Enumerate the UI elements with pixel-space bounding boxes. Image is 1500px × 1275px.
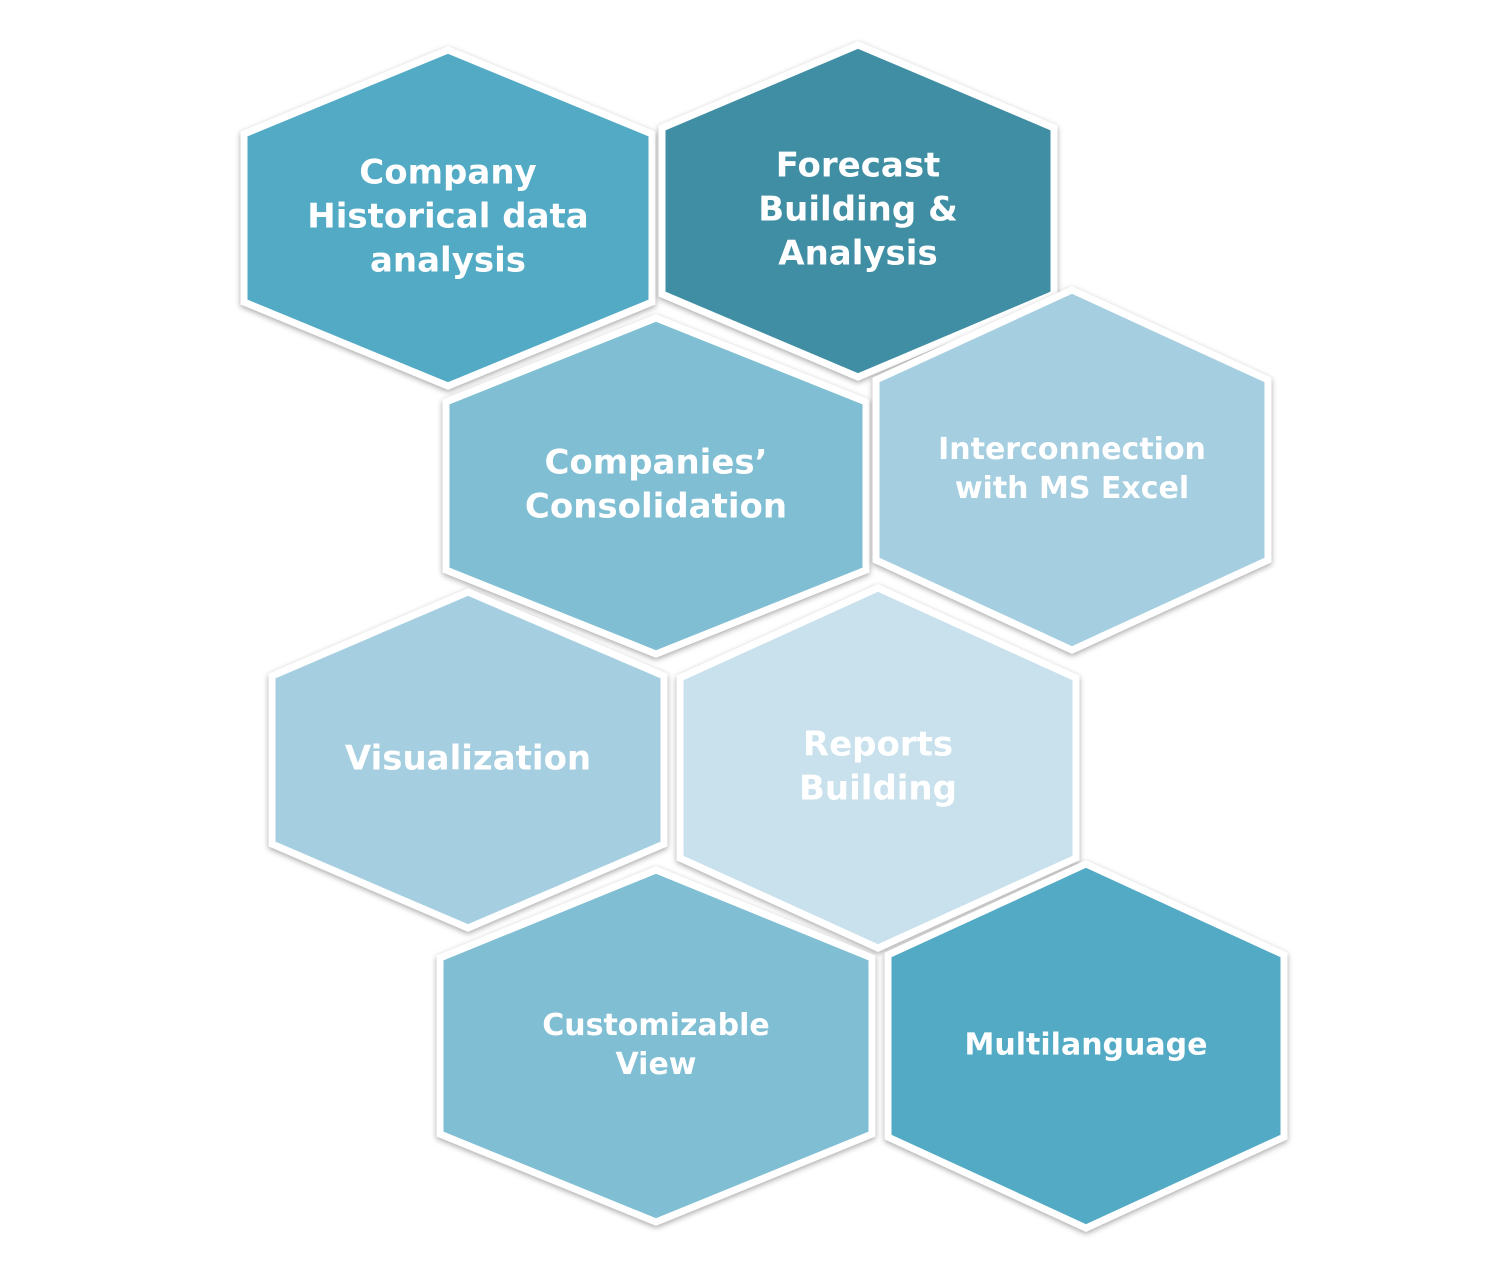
hexagon-label-forecast: Analysis (778, 234, 937, 274)
hexagon-shape-visualization (268, 588, 668, 932)
hexagon-multilanguage: Multilanguage (884, 860, 1288, 1232)
hexagon-shape-multilanguage (884, 860, 1288, 1232)
hexagon-excel: Interconnection with MS Excel (872, 286, 1272, 654)
hexagon-label-consolidation: Companies’ (544, 443, 767, 483)
hexagon-label-historical: Company (359, 153, 536, 193)
hexagon-label-historical: analysis (370, 241, 526, 281)
hexagon-consolidation: Companies’Consolidation (442, 314, 870, 658)
hexagon-label-multilanguage: Multilanguage (965, 1028, 1208, 1063)
hexagon-label-excel: with MS Excel (955, 471, 1189, 506)
hexagon-shape-consolidation (442, 314, 870, 658)
hexagon-label-consolidation: Consolidation (525, 487, 787, 527)
hexagon-label-forecast: Forecast (776, 146, 941, 186)
hexagon-shape-reports (676, 584, 1080, 952)
hexagon-shape-excel (872, 286, 1272, 654)
hexagon-label-customizable: View (615, 1047, 696, 1082)
hexagon-label-historical: Historical data (307, 197, 588, 237)
hexagon-visualization: Visualization (268, 588, 668, 932)
hexagon-label-forecast: Building & (758, 190, 957, 230)
hexagon-shape-forecast (658, 41, 1058, 381)
hexagon-label-customizable: Customizable (542, 1008, 770, 1043)
hexagon-label-reports: Building (799, 769, 957, 809)
hexagon-label-excel: Interconnection (938, 432, 1206, 467)
hexagon-label-visualization: Visualization (345, 739, 591, 779)
hexagon-shape-historical (240, 46, 656, 390)
hexagon-shape-customizable (436, 866, 876, 1226)
hexagon-label-reports: Reports (803, 725, 953, 765)
